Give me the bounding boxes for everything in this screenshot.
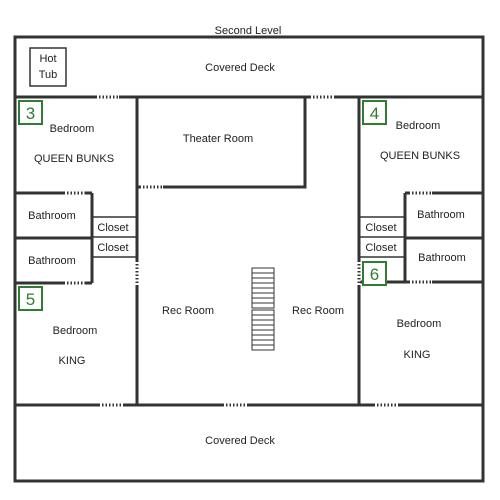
bathroom-right-top-label: Bathroom xyxy=(417,209,465,221)
bedroom-4-label: Bedroom xyxy=(396,120,441,132)
hot-tub-label-1: Hot xyxy=(39,53,56,65)
rec-room-left-label: Rec Room xyxy=(162,305,214,317)
covered-deck-top-label: Covered Deck xyxy=(205,62,275,74)
rec-room-right-label: Rec Room xyxy=(292,305,344,317)
bedroom-5-badge xyxy=(18,286,43,311)
covered-deck-bottom-label: Covered Deck xyxy=(205,435,275,447)
hot-tub-label-2: Tub xyxy=(39,69,58,81)
closet-right-top-label: Closet xyxy=(365,222,396,234)
bedroom-6-label: Bedroom xyxy=(397,318,442,330)
bedroom-3-number: 3 xyxy=(26,104,35,123)
bedroom-3-badge xyxy=(18,100,43,125)
bedroom-4-badge xyxy=(362,100,387,125)
bedroom-5-bed: KING xyxy=(59,355,86,367)
closet-left-top-label: Closet xyxy=(97,222,128,234)
bedroom-3-label: Bedroom xyxy=(50,123,95,135)
theater-room-wall xyxy=(137,97,307,189)
bedroom-6-badge xyxy=(362,261,387,286)
bedroom-6-bed: KING xyxy=(404,349,431,361)
staircase xyxy=(251,267,275,351)
hot-tub xyxy=(29,47,67,87)
bedroom-5-label: Bedroom xyxy=(53,325,98,337)
bedroom-4-bed: QUEEN BUNKS xyxy=(380,150,460,162)
theater-room-label: Theater Room xyxy=(183,133,253,145)
bathroom-left-bottom-label: Bathroom xyxy=(28,255,76,267)
closet-left-bottom-label: Closet xyxy=(97,242,128,254)
bedroom-6-number: 6 xyxy=(370,265,379,284)
bathroom-right-bottom-label: Bathroom xyxy=(418,252,466,264)
outer-wall xyxy=(13,35,485,483)
plan-title: Second Level xyxy=(215,25,282,37)
bedroom-5-number: 5 xyxy=(26,290,35,309)
bathroom-left-top-label: Bathroom xyxy=(28,210,76,222)
bedroom-3-bed: QUEEN BUNKS xyxy=(34,153,114,165)
closet-right-bottom-label: Closet xyxy=(365,242,396,254)
bedroom-4-number: 4 xyxy=(370,104,379,123)
